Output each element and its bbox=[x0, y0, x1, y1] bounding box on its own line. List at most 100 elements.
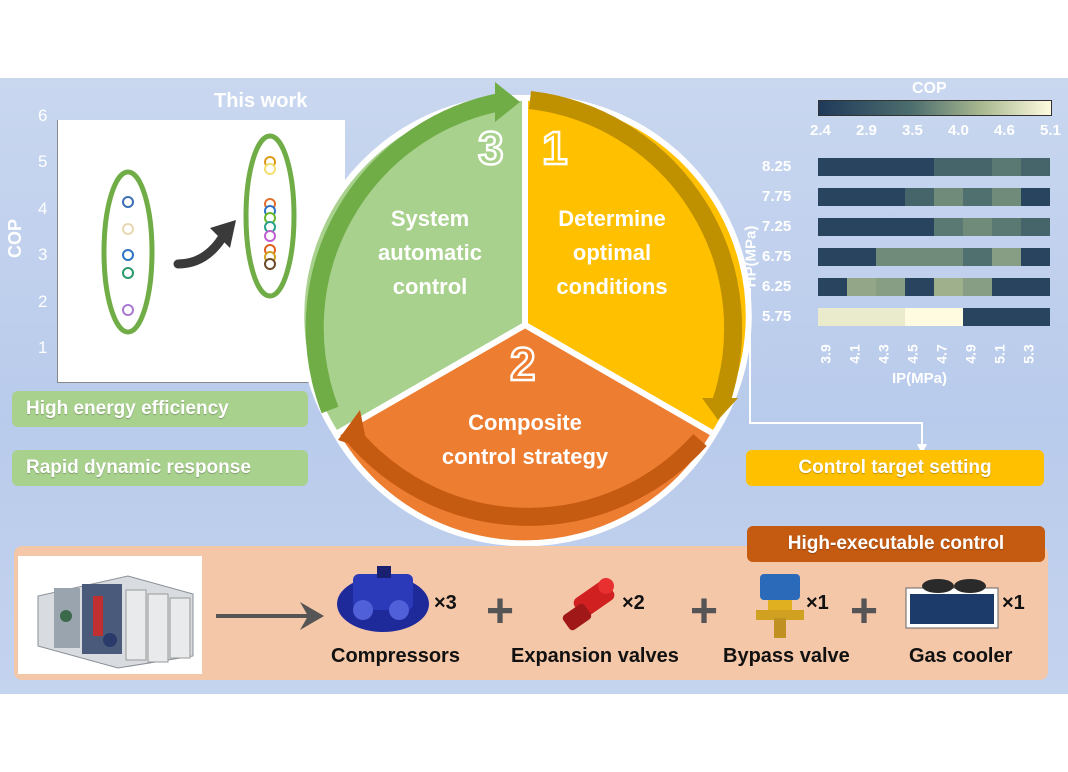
benefit-dynamic-response: Rapid dynamic response bbox=[12, 450, 308, 486]
seg3-line1: System bbox=[391, 206, 469, 231]
improvement-arrowhead bbox=[210, 220, 236, 248]
this-work-point bbox=[264, 162, 276, 175]
hp-tick-label: 7.75 bbox=[762, 188, 792, 205]
segment-1-number: 1 bbox=[542, 122, 568, 174]
arrow-yellow bbox=[528, 91, 743, 408]
y-tick-label: 2 bbox=[38, 291, 48, 311]
expansion-valves-label: Expansion valves bbox=[511, 645, 679, 667]
heatmap-cell bbox=[1021, 248, 1050, 266]
scatter-title: This work bbox=[214, 90, 308, 112]
heatmap-cell bbox=[992, 308, 1021, 326]
baseline-point bbox=[122, 195, 134, 208]
seg1-line1: Determine bbox=[558, 206, 666, 231]
heatmap-cell bbox=[1021, 158, 1050, 176]
arrow-orange bbox=[343, 426, 707, 526]
bypass-valve-label: Bypass valve bbox=[723, 645, 850, 667]
arrow-orange-head bbox=[338, 410, 368, 450]
heatmap-xlabel: IP(MPa) bbox=[892, 370, 948, 387]
benefit-energy-efficiency: High energy efficiency bbox=[12, 391, 308, 427]
heatmap-cell bbox=[905, 308, 934, 326]
heatmap-cell bbox=[963, 308, 992, 326]
baseline-label: Baseline bbox=[80, 358, 163, 380]
heatmap-cell bbox=[818, 248, 847, 266]
segment-3-number: 3 bbox=[478, 122, 504, 174]
baseline-point bbox=[122, 266, 134, 279]
hp-tick-label: 6.75 bbox=[762, 248, 792, 265]
heatmap-cell bbox=[818, 308, 847, 326]
heatmap-cell bbox=[818, 188, 847, 206]
expansion-valve-count: ×2 bbox=[622, 592, 645, 614]
this-work-ellipse bbox=[243, 133, 297, 299]
heatmap-cell bbox=[818, 218, 847, 236]
heatmap-cell bbox=[934, 248, 963, 266]
heatmap-cell bbox=[963, 218, 992, 236]
expansion-valve-icon bbox=[562, 578, 615, 631]
heatmap-cell bbox=[963, 278, 992, 296]
gas-cooler-label: Gas cooler bbox=[909, 645, 1013, 667]
baseline-point bbox=[122, 223, 134, 236]
y-tick-label: 1 bbox=[38, 338, 48, 357]
heatmap-cell bbox=[876, 248, 905, 266]
connector-line bbox=[749, 288, 927, 454]
heatmap-cell bbox=[876, 188, 905, 206]
heatmap-cell bbox=[934, 158, 963, 176]
heatmap-cell bbox=[905, 278, 934, 296]
gas-cooler-count: ×1 bbox=[1002, 592, 1025, 614]
colorbar bbox=[818, 100, 1052, 116]
this-work-point bbox=[264, 230, 276, 243]
heatmap-cell bbox=[818, 158, 847, 176]
heatmap-cell bbox=[934, 308, 963, 326]
heatmap-cell bbox=[1021, 278, 1050, 296]
hp-tick-label: 5.75 bbox=[762, 308, 792, 325]
y-tick-label: 5 bbox=[38, 152, 48, 171]
arrow-green bbox=[305, 93, 502, 414]
colorbar-tick-label: 5.1 bbox=[1040, 122, 1061, 139]
heatmap-cell bbox=[963, 188, 992, 206]
heatmap-cell bbox=[963, 248, 992, 266]
colorbar-tick-label: 4.0 bbox=[948, 122, 969, 139]
heatmap-cell bbox=[992, 278, 1021, 296]
improvement-arrow bbox=[173, 233, 227, 269]
arrow-green-head bbox=[495, 82, 520, 122]
bypass-valve-icon bbox=[756, 574, 804, 638]
heatmap-cell bbox=[847, 278, 876, 296]
segment-2-number: 2 bbox=[510, 338, 536, 390]
gas-cooler-icon bbox=[905, 579, 999, 629]
seg1-line2: optimal bbox=[573, 240, 651, 265]
heatmap-cell bbox=[1021, 308, 1050, 326]
heatmap-cell bbox=[905, 248, 934, 266]
hp-tick-label: 6.25 bbox=[762, 278, 792, 295]
heatmap-cell bbox=[876, 218, 905, 236]
plus-2: + bbox=[690, 585, 719, 638]
heatmap-cell bbox=[992, 218, 1021, 236]
heatmap-cell bbox=[992, 158, 1021, 176]
plus-3: + bbox=[850, 585, 879, 638]
heatmap-cell bbox=[847, 248, 876, 266]
heatmap-cell bbox=[934, 278, 963, 296]
colorbar-title: COP bbox=[912, 80, 947, 97]
high-executable-control-pill: High-executable control bbox=[747, 526, 1045, 562]
colorbar-tick-label: 2.4 bbox=[810, 122, 831, 139]
heatmap-cell bbox=[876, 308, 905, 326]
colorbar-tick-label: 3.5 bbox=[902, 122, 923, 139]
seg2-line1: Composite bbox=[468, 410, 582, 435]
heatmap-cell bbox=[847, 218, 876, 236]
compressors-label: Compressors bbox=[331, 645, 460, 667]
heatmap-cell bbox=[992, 188, 1021, 206]
heatmap-cell bbox=[905, 188, 934, 206]
heatmap-cell bbox=[1021, 188, 1050, 206]
seg3-line2: automatic bbox=[378, 240, 482, 265]
this-work-point bbox=[264, 258, 276, 271]
baseline-point bbox=[122, 303, 134, 316]
control-target-pill: Control target setting bbox=[746, 450, 1044, 486]
bypass-valve-count: ×1 bbox=[806, 592, 829, 614]
seg2-line2: control strategy bbox=[442, 444, 609, 469]
colorbar-tick-label: 2.9 bbox=[856, 122, 877, 139]
plus-1: + bbox=[486, 585, 515, 638]
heatmap-cell bbox=[992, 248, 1021, 266]
seg1-line3: conditions bbox=[556, 274, 667, 299]
heatmap-cell bbox=[934, 218, 963, 236]
y-tick-label: 4 bbox=[38, 198, 48, 218]
